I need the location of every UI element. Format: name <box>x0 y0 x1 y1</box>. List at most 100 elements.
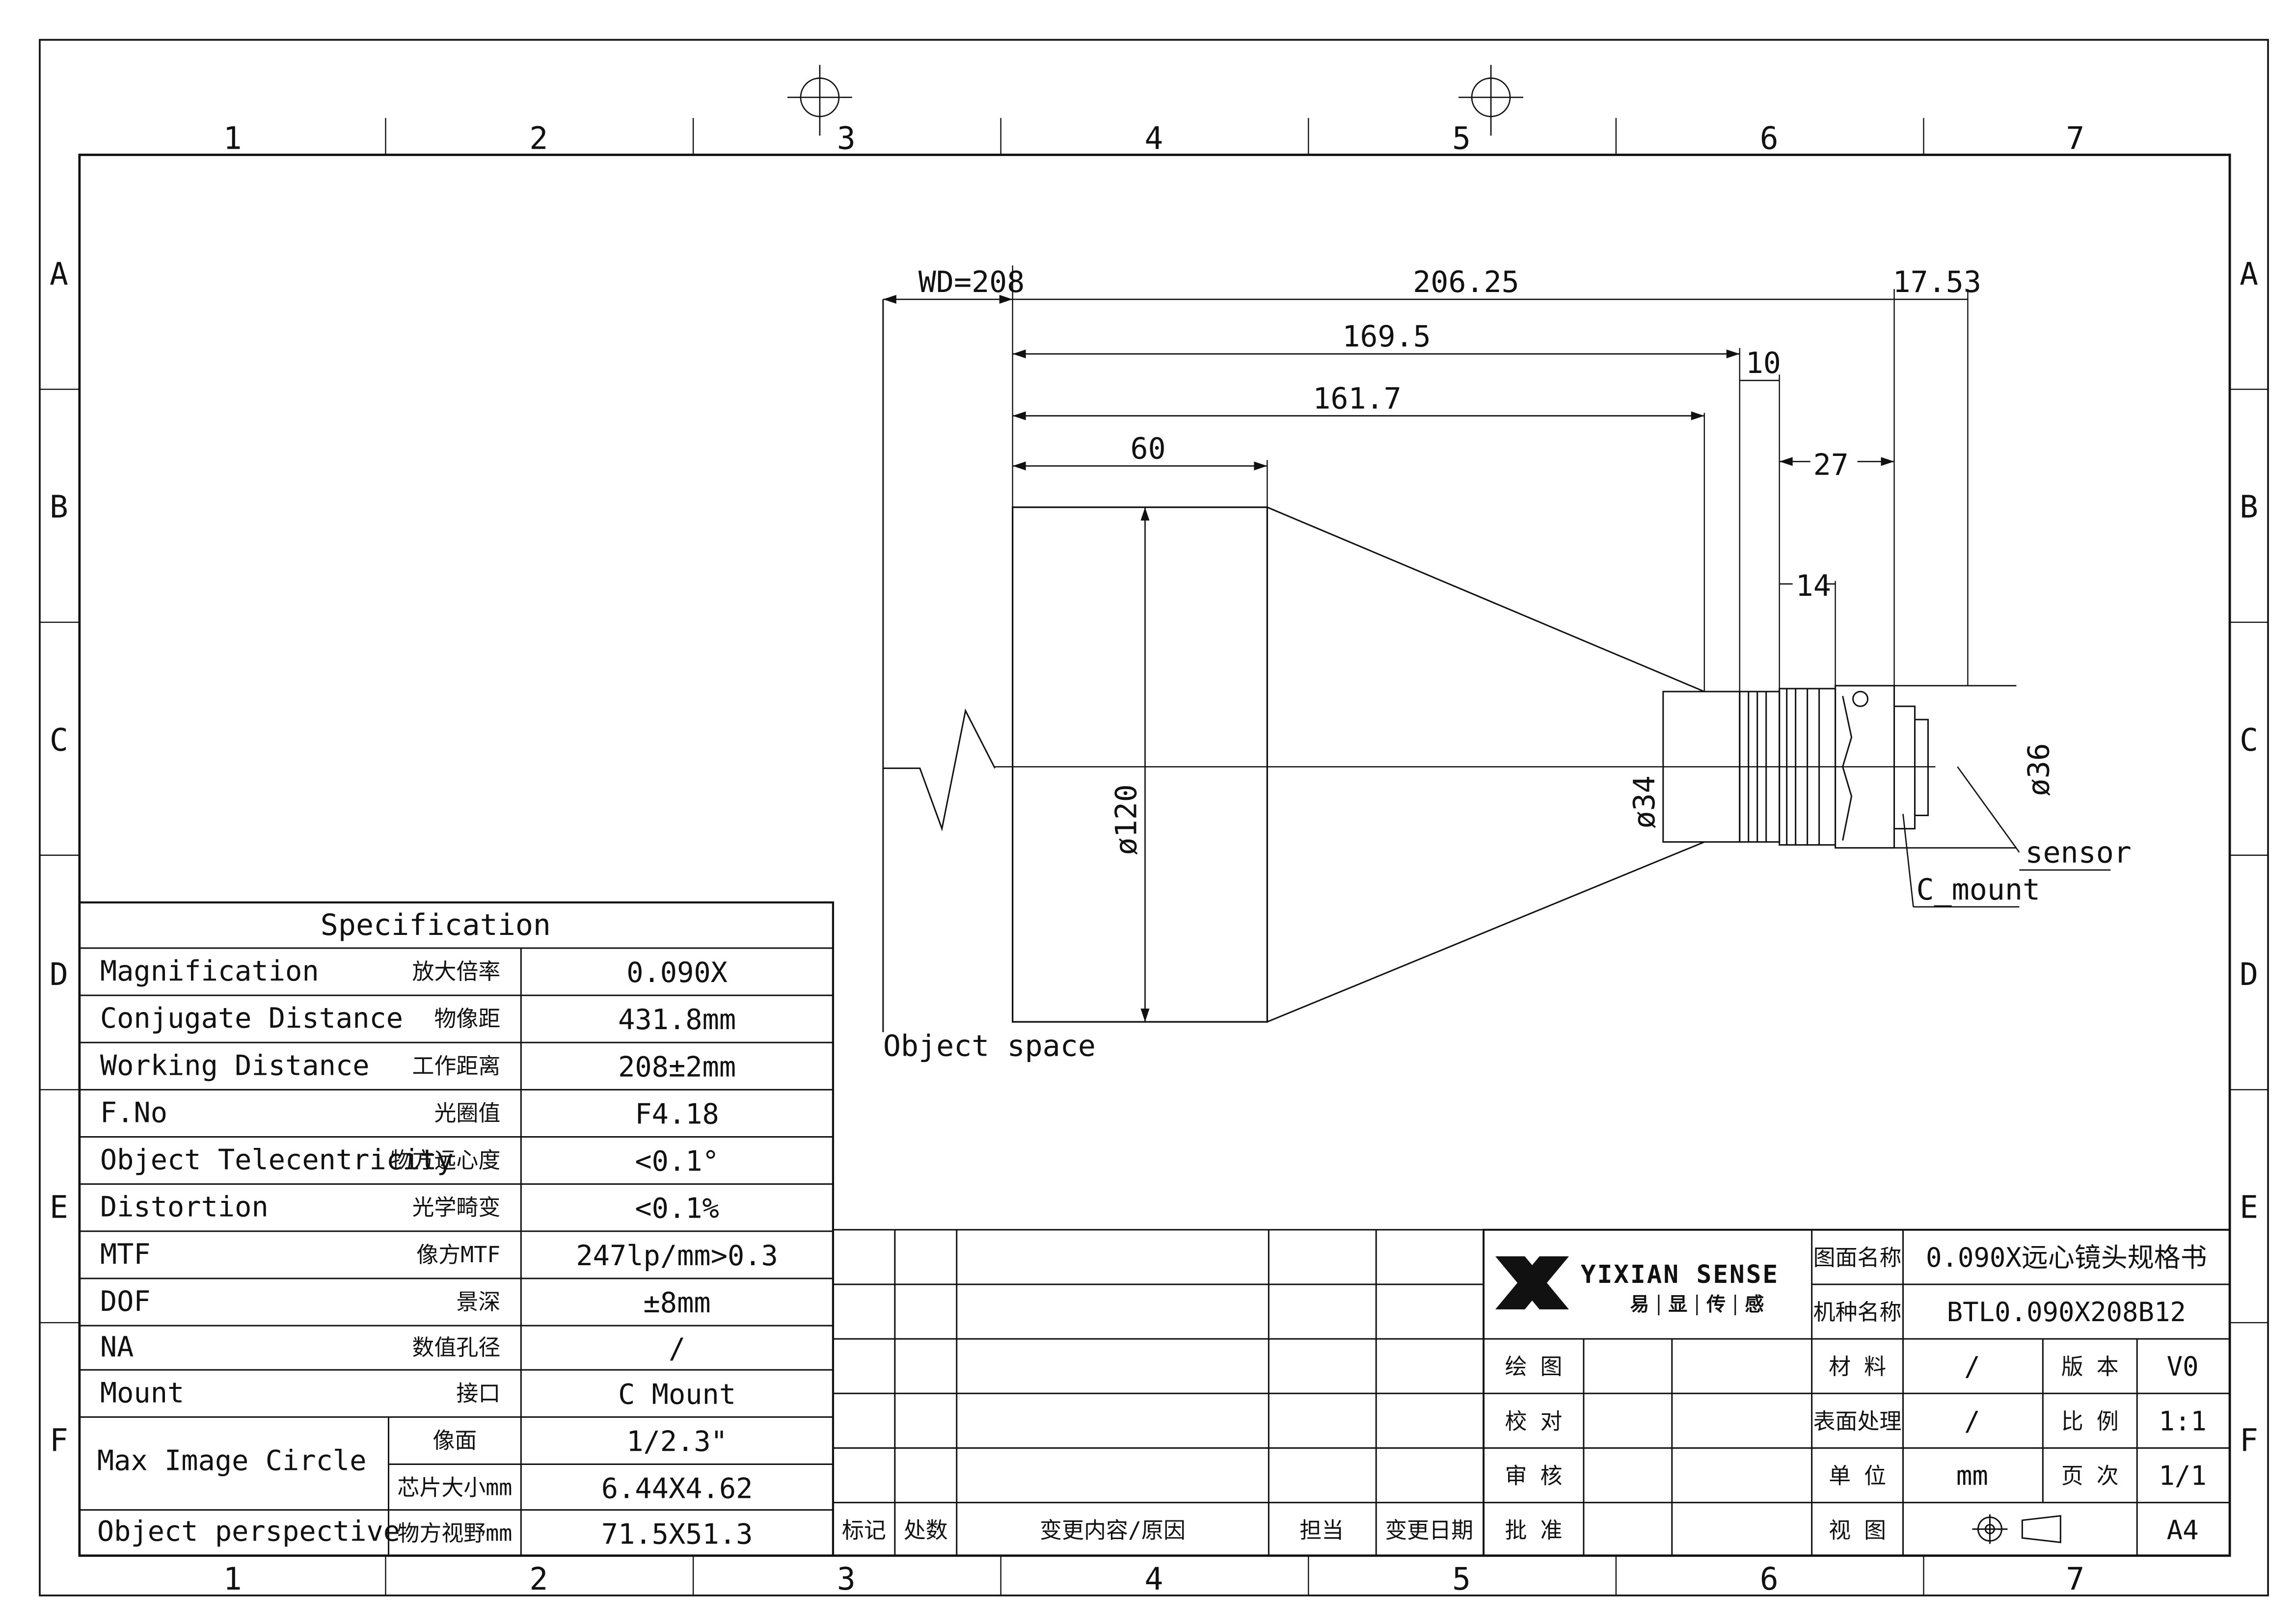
spec-value: <0.1° <box>635 1145 719 1178</box>
spec-label-en: Object Telecentricity <box>100 1144 454 1176</box>
material-label: 材 料 <box>1829 1354 1886 1380</box>
revision-header: 变更内容/原因 <box>1040 1517 1186 1543</box>
model-label: 机种名称 <box>1813 1299 1902 1325</box>
spec-label-cn: 芯片大小mm <box>397 1475 512 1501</box>
row-label-left: B <box>50 489 68 525</box>
unit-label: 单 位 <box>1829 1463 1886 1489</box>
spec-label-en: Mount <box>100 1377 184 1409</box>
dim-169: 169.5 <box>1342 319 1431 354</box>
col-label-top: 7 <box>2066 120 2084 156</box>
label-cmount: C_mount <box>1916 873 2040 907</box>
drawing-name: 0.090X远心镜头规格书 <box>1926 1242 2207 1273</box>
col-label-bottom: 2 <box>529 1561 548 1597</box>
row-label-left: A <box>50 256 68 292</box>
dim-wd: WD=208 <box>918 265 1025 299</box>
col-label-bottom: 6 <box>1760 1561 1779 1597</box>
spec-label-cn: 数值孔径 <box>412 1334 501 1360</box>
row-label-right: F <box>2240 1422 2258 1458</box>
col-label-top: 4 <box>1145 120 1163 156</box>
col-label-top: 5 <box>1452 120 1471 156</box>
version-label: 版 本 <box>2061 1354 2119 1380</box>
lens-drawing: WD=208 206.25 17.53 169.5 10 161.7 27 60… <box>882 265 2132 1063</box>
revision-block: 标记 处数 变更内容/原因 担当 变更日期 <box>833 1229 1484 1556</box>
spec-label-en: Max Image Circle <box>97 1444 367 1477</box>
spec-label-cn: 光圈值 <box>434 1100 500 1126</box>
spec-table: Specification Magnification Conjugate Di… <box>78 901 835 1557</box>
paper-size: A4 <box>2167 1515 2199 1546</box>
spec-value: C Mount <box>618 1378 736 1410</box>
signoff-label: 绘 图 <box>1505 1354 1563 1380</box>
view-label: 视 图 <box>1829 1517 1886 1543</box>
spec-value: ±8mm <box>644 1287 711 1319</box>
col-label-bottom: 5 <box>1452 1561 1471 1597</box>
dim-overall: 206.25 <box>1413 265 1519 299</box>
signoff-label: 校 对 <box>1505 1408 1563 1434</box>
brand-name: YIXIAN SENSE <box>1581 1260 1779 1289</box>
spec-label-en: Magnification <box>100 955 319 987</box>
spec-value: 1/2.3" <box>626 1425 728 1458</box>
col-label-bottom: 3 <box>837 1561 856 1597</box>
col-label-top: 2 <box>529 120 548 156</box>
col-label-bottom: 7 <box>2066 1561 2084 1597</box>
zone-labels: 1 2 3 4 5 6 7 1 2 3 4 5 6 7 A B C D E F … <box>50 120 2258 1597</box>
spec-value: F4.18 <box>635 1098 719 1130</box>
col-label-top: 6 <box>1760 120 1779 156</box>
model-number: BTL0.090X208B12 <box>1947 1297 2186 1328</box>
spec-value: 208±2mm <box>618 1051 736 1083</box>
center-mark-icon <box>1459 65 1524 136</box>
dim-161: 161.7 <box>1313 381 1401 416</box>
surface-label: 表面处理 <box>1813 1408 1902 1434</box>
sheet-frame <box>39 39 2269 1596</box>
signoff-label: 批 准 <box>1505 1517 1563 1543</box>
spec-label-cn: 接口 <box>456 1380 500 1406</box>
label-object-space: Object space <box>883 1029 1096 1063</box>
spec-value: / <box>669 1332 685 1365</box>
spec-label-cn: 物方远心度 <box>390 1147 501 1173</box>
spec-label-en: Object perspective <box>97 1516 400 1548</box>
revision-header: 处数 <box>904 1517 948 1543</box>
brand-char: 显 <box>1668 1294 1687 1316</box>
spec-label-en: Distortion <box>100 1191 269 1223</box>
spec-value: <0.1% <box>635 1193 719 1225</box>
spec-label-cn: 景深 <box>456 1289 500 1315</box>
dim-flange: 17.53 <box>1893 265 1981 299</box>
spec-label-cn: 物像距 <box>434 1006 500 1032</box>
title-block: YIXIAN SENSE 易 显 传 感 绘 图 校 对 审 核 批 准 图面名… <box>1483 1228 2231 1557</box>
row-label-left: D <box>50 957 68 992</box>
spec-label-en: F.No <box>100 1096 167 1129</box>
brand-char: 传 <box>1706 1294 1726 1316</box>
page-value: 1/1 <box>2159 1461 2206 1491</box>
drawing-name-label: 图面名称 <box>1813 1245 1902 1271</box>
dim-dia36: ø36 <box>2022 743 2056 797</box>
version-value: V0 <box>2167 1351 2199 1382</box>
scale-value: 1:1 <box>2159 1406 2206 1436</box>
col-label-bottom: 4 <box>1145 1561 1163 1597</box>
dim-10: 10 <box>1746 346 1781 380</box>
row-label-right: E <box>2240 1190 2258 1225</box>
spec-label-en: DOF <box>100 1285 151 1318</box>
row-label-left: C <box>50 722 68 758</box>
surface-value: / <box>1964 1406 1980 1436</box>
col-label-top: 1 <box>223 120 242 156</box>
spec-label-cn: 像面 <box>432 1427 477 1453</box>
brand-char: 感 <box>1745 1294 1764 1316</box>
spec-label-en: Conjugate Distance <box>100 1002 403 1035</box>
label-sensor: sensor <box>2025 836 2132 870</box>
dim-14: 14 <box>1796 569 1831 603</box>
center-mark-icon <box>787 65 852 136</box>
revision-header: 变更日期 <box>1385 1517 1473 1543</box>
revision-header: 标记 <box>842 1517 886 1543</box>
spec-label-en: Working Distance <box>100 1049 370 1082</box>
row-label-right: D <box>2240 957 2258 992</box>
projection-symbol-icon <box>1972 1514 2061 1544</box>
logo-x-icon <box>1495 1256 1569 1310</box>
col-label-bottom: 1 <box>223 1561 242 1597</box>
dim-dia120: ø120 <box>1109 784 1144 855</box>
row-label-right: C <box>2240 722 2258 758</box>
spec-value: 0.090X <box>626 957 728 989</box>
spec-value: 6.44X4.62 <box>601 1473 753 1505</box>
row-label-right: B <box>2240 489 2258 525</box>
brand-char: 易 <box>1630 1294 1649 1316</box>
dim-dia34: ø34 <box>1627 775 1662 829</box>
